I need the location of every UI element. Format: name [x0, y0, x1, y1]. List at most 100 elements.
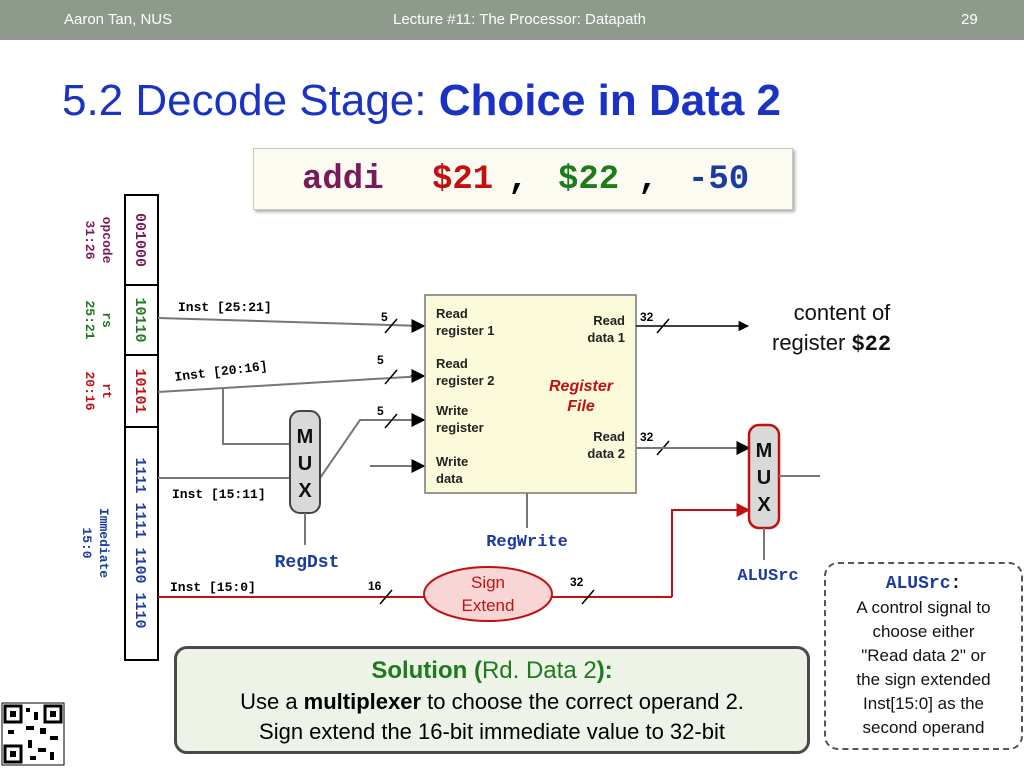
qr-dot-tr [50, 711, 56, 717]
label-inst-15-11: Inst [15:11] [172, 487, 266, 502]
sign-extend-l1: Sign [471, 573, 505, 592]
qr-module [26, 726, 34, 730]
port-read-reg2-l1: Read [436, 356, 468, 371]
alusrc-mux-x: X [757, 494, 771, 516]
width-label-5a: 5 [381, 310, 388, 324]
wire-to-alusrc-mux [671, 503, 751, 597]
width-label-5c: 5 [377, 404, 384, 418]
alusrc-note-line-3: "Read data 2" or [861, 646, 986, 665]
alusrc-note-colon: : [950, 574, 962, 594]
port-read-data2-l2: data 2 [587, 446, 625, 461]
field-bits-rs: 10110 [131, 297, 148, 342]
width-label-5b: 5 [377, 353, 384, 367]
register-file-ports: Read register 1 Read register 2 Write re… [436, 306, 625, 486]
width-label-16: 16 [368, 579, 382, 593]
tick-5b [384, 369, 398, 385]
qr-module [26, 708, 30, 712]
wire-rt-to-mux [222, 388, 290, 445]
slide-title: 5.2 Decode Stage: Choice in Data 2 [62, 76, 781, 126]
wire-mux-to-write-reg [319, 419, 424, 479]
tick-16 [379, 589, 393, 605]
alusrc-note-line-4: the sign extended [856, 670, 991, 689]
field-range-opcode: 31:26 [82, 220, 97, 259]
port-read-data1-l2: data 1 [587, 330, 625, 345]
wire-inst-25-21 [157, 317, 425, 327]
field-box-immediate [124, 426, 159, 661]
field-range-immediate: 15:0 [79, 527, 94, 558]
regdst-mux-u: U [298, 453, 312, 475]
field-name-rs: rs [99, 312, 114, 328]
instruction-fields: 001000 10110 10101 1111 1111 1100 1110 o… [79, 194, 159, 661]
content-note-reg: $22 [851, 332, 891, 357]
solution-label: Solution ( [371, 657, 482, 684]
solution-line-2-bold: multiplexer [303, 689, 422, 714]
content-note-l1: content of [794, 300, 892, 325]
instr-comma-2: , [638, 161, 659, 199]
wire-arrows [410, 319, 426, 473]
solution-heading: Solution (Rd. Data 2): [177, 657, 807, 685]
port-read-data2-l1: Read [593, 429, 625, 444]
immediate-path [158, 503, 751, 598]
page-number: 29 [961, 11, 978, 28]
solution-line-2-post: to choose the correct operand 2. [421, 689, 744, 714]
field-bits-rt: 10101 [131, 368, 148, 413]
solution-box: Solution (Rd. Data 2): Use a multiplexer… [174, 646, 810, 754]
alusrc-mux-u: U [757, 467, 771, 489]
regdst-label: RegDst [275, 553, 340, 573]
qr-module [30, 756, 36, 760]
field-name-rt: rt [99, 383, 114, 399]
sign-extend-l2: Extend [462, 596, 515, 615]
qr-dot-tl [10, 711, 16, 717]
qr-module [34, 712, 38, 720]
qr-finder-tl [3, 704, 23, 724]
author-label: Aaron Tan, NUS [64, 11, 173, 28]
qr-module [40, 728, 46, 734]
register-file-title-l1: Register [549, 378, 614, 395]
title-prefix: 5.2 Decode Stage: [62, 76, 439, 125]
instr-opcode: addi [302, 161, 384, 199]
port-read-reg1-l2: register 1 [436, 323, 495, 338]
field-name-opcode: opcode [99, 217, 114, 264]
alusrc-note-title: ALUSrc [885, 574, 951, 594]
solution-line-2-pre: Use a [240, 689, 304, 714]
regwrite-label: RegWrite [486, 533, 568, 552]
qr-module [50, 736, 58, 740]
width-ticks [384, 318, 670, 456]
port-write-reg-l1: Write [436, 403, 468, 418]
field-range-rt: 20:16 [82, 371, 97, 410]
register-file [424, 294, 637, 494]
alusrc-note-line-6: second operand [862, 718, 985, 737]
field-bits-immediate: 1111 1111 1100 1110 [131, 457, 148, 628]
instr-imm: -50 [688, 161, 750, 199]
field-range-rs: 25:21 [82, 300, 97, 339]
header-bar: Aaron Tan, NUS Lecture #11: The Processo… [0, 0, 1024, 40]
instr-rt: $21 [432, 161, 494, 199]
register-file-title-l2: File [567, 398, 595, 415]
wire-inst-20-16 [157, 375, 425, 393]
width-label-32b: 32 [640, 430, 654, 444]
solution-label-end: ): [596, 657, 613, 684]
port-write-reg-l2: register [436, 420, 484, 435]
qr-module [50, 752, 54, 760]
regdst-mux-m: M [297, 426, 314, 448]
instruction-box: addi $21 , $22 , -50 [253, 148, 793, 210]
content-note-l2: register $22 [772, 330, 891, 357]
field-box-rs [124, 284, 159, 356]
label-inst-15-0: Inst [15:0] [170, 580, 256, 595]
sign-extend-unit [423, 566, 553, 622]
title-emphasis: Choice in Data 2 [438, 76, 782, 125]
alusrc-note-heading: ALUSrc: [826, 572, 1021, 596]
regdst-mux-x: X [298, 480, 312, 502]
tick-5a [384, 318, 398, 334]
alusrc-note: ALUSrc: A control signal to choose eithe… [824, 562, 1023, 750]
port-read-reg2-l2: register 2 [436, 373, 495, 388]
qr-module [38, 748, 46, 752]
instr-rs: $22 [558, 161, 620, 199]
qr-dot-bl [10, 751, 16, 757]
qr-module [8, 730, 14, 734]
lecture-title: Lecture #11: The Processor: Datapath [393, 11, 646, 28]
alusrc-note-line-2: choose either [872, 622, 975, 641]
label-inst-20-16: Inst [20:16] [174, 359, 269, 385]
port-read-data1-l1: Read [593, 313, 625, 328]
